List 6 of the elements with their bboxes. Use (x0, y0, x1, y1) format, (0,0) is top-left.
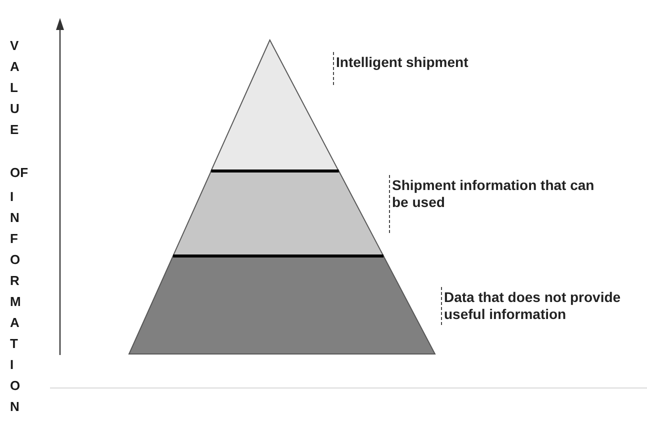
axis-label: INFORMATION (10, 188, 30, 416)
axis-label: VALUE (10, 37, 28, 139)
tier-label: Shipment information that can be used (389, 175, 602, 233)
tier-label: Intelligent shipment (333, 52, 566, 85)
tier-label: Data that does not provide useful information (441, 287, 644, 325)
axis-label: OF (10, 164, 28, 182)
